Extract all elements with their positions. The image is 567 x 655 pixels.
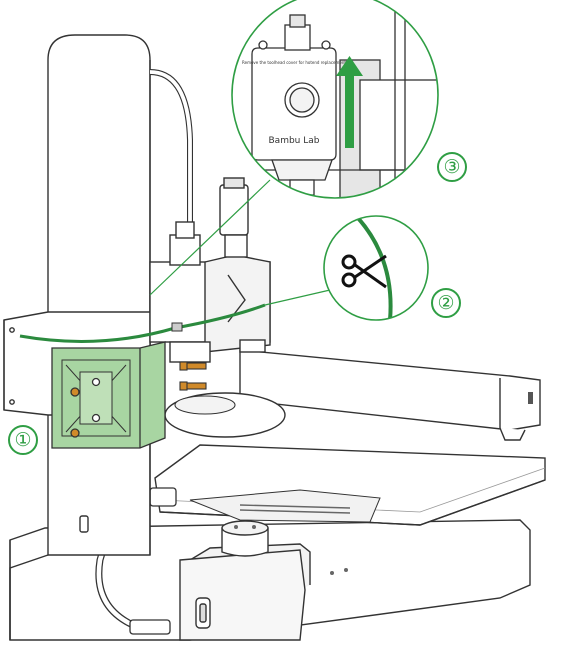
toolhead — [149, 177, 271, 363]
gantry-bracket — [51, 341, 166, 449]
zoom-callout-toolhead: Remove the toolhead cover for hotend rep… — [231, 0, 439, 199]
callout-line-2 — [264, 289, 331, 306]
heat-bed — [154, 444, 546, 526]
step-2-marker: ② — [431, 288, 461, 318]
toolhead-notice: Remove the toolhead cover for hotend rep… — [242, 60, 346, 65]
up-arrow-icon — [336, 56, 363, 148]
zoom-callout-cut — [323, 215, 429, 321]
bed-cable-connector — [129, 619, 171, 635]
scissors-icon — [341, 254, 387, 289]
step-3-marker: ③ — [437, 152, 467, 182]
callout-line-3 — [149, 179, 271, 296]
step-1-marker: ① — [8, 425, 38, 455]
filament — [19, 303, 266, 343]
screws — [179, 361, 207, 391]
toolhead-logo: Bambu Lab — [269, 136, 320, 146]
